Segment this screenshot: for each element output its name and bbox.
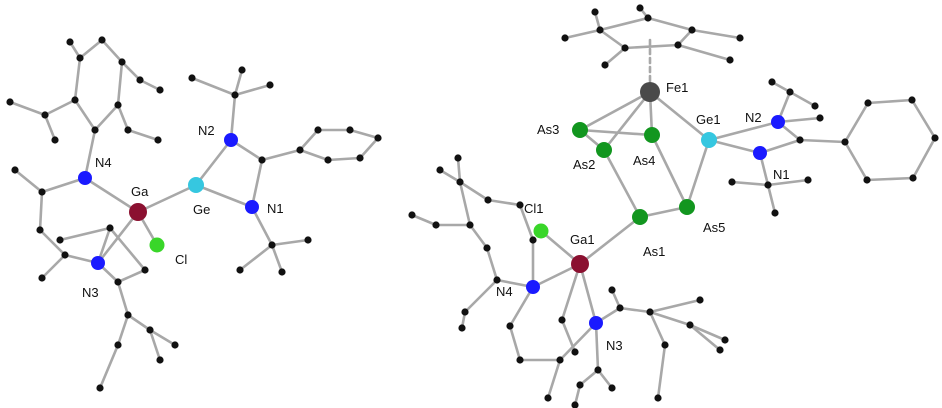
right-amidinate-bonds <box>707 80 937 215</box>
left-label-n3: N3 <box>82 285 99 300</box>
right-label-n3: N3 <box>606 338 623 353</box>
right-n4-atom <box>526 280 540 294</box>
left-n1-atom <box>245 200 259 214</box>
right-as4-atom <box>644 127 660 143</box>
left-label-ga: Ga <box>131 184 149 199</box>
right-carbon-atoms <box>408 4 939 408</box>
right-as5-atom <box>679 199 695 215</box>
right-label-n2: N2 <box>745 110 762 125</box>
left-label-ge: Ge <box>193 202 210 217</box>
left-ge-atom <box>188 177 204 193</box>
left-cl-atom <box>149 237 165 253</box>
right-label-as1: As1 <box>643 244 665 259</box>
left-carbon-atoms <box>6 36 382 392</box>
right-label-as2: As2 <box>573 157 595 172</box>
left-backbone-bonds <box>13 168 177 390</box>
right-label-as5: As5 <box>703 220 725 235</box>
left-phenyl-bonds <box>260 128 380 162</box>
left-label-n1: N1 <box>267 201 284 216</box>
left-molecule: N4 Ga Ge N2 N1 Cl N3 <box>6 36 382 392</box>
right-n2-atom <box>771 115 785 129</box>
right-fe1-atom <box>640 82 660 102</box>
right-as3-atom <box>572 122 588 138</box>
right-ligand-bonds <box>410 156 727 407</box>
right-label-as4: As4 <box>633 153 655 168</box>
left-label-cl: Cl <box>175 252 187 267</box>
right-label-ga1: Ga1 <box>570 232 595 247</box>
right-n3-atom <box>589 316 603 330</box>
right-label-ge1: Ge1 <box>696 112 721 127</box>
right-as2-atom <box>596 142 612 158</box>
right-n1-atom <box>753 146 767 160</box>
left-label-n4: N4 <box>95 155 112 170</box>
right-cl1-atom <box>533 223 549 239</box>
right-molecule: Fe1 Ge1 N2 N1 As3 As4 As2 As5 As1 Cl1 Ga… <box>408 4 939 408</box>
right-cage-bonds <box>578 90 711 266</box>
left-n4-atom <box>78 171 92 185</box>
right-label-n4: N4 <box>496 284 513 299</box>
right-label-as3: As3 <box>537 122 559 137</box>
left-label-n2: N2 <box>198 123 215 138</box>
right-label-fe1: Fe1 <box>666 80 688 95</box>
left-ga-atom <box>129 203 147 221</box>
right-ga1-atom <box>571 255 589 273</box>
right-label-cl1: Cl1 <box>524 201 544 216</box>
left-upper-aryl-bonds <box>8 38 162 180</box>
right-as1-atom <box>632 209 648 225</box>
right-label-n1: N1 <box>773 167 790 182</box>
right-cp-bonds <box>563 6 742 90</box>
left-n2-atom <box>224 133 238 147</box>
right-ge1-atom <box>701 132 717 148</box>
left-n3-atom <box>91 256 105 270</box>
